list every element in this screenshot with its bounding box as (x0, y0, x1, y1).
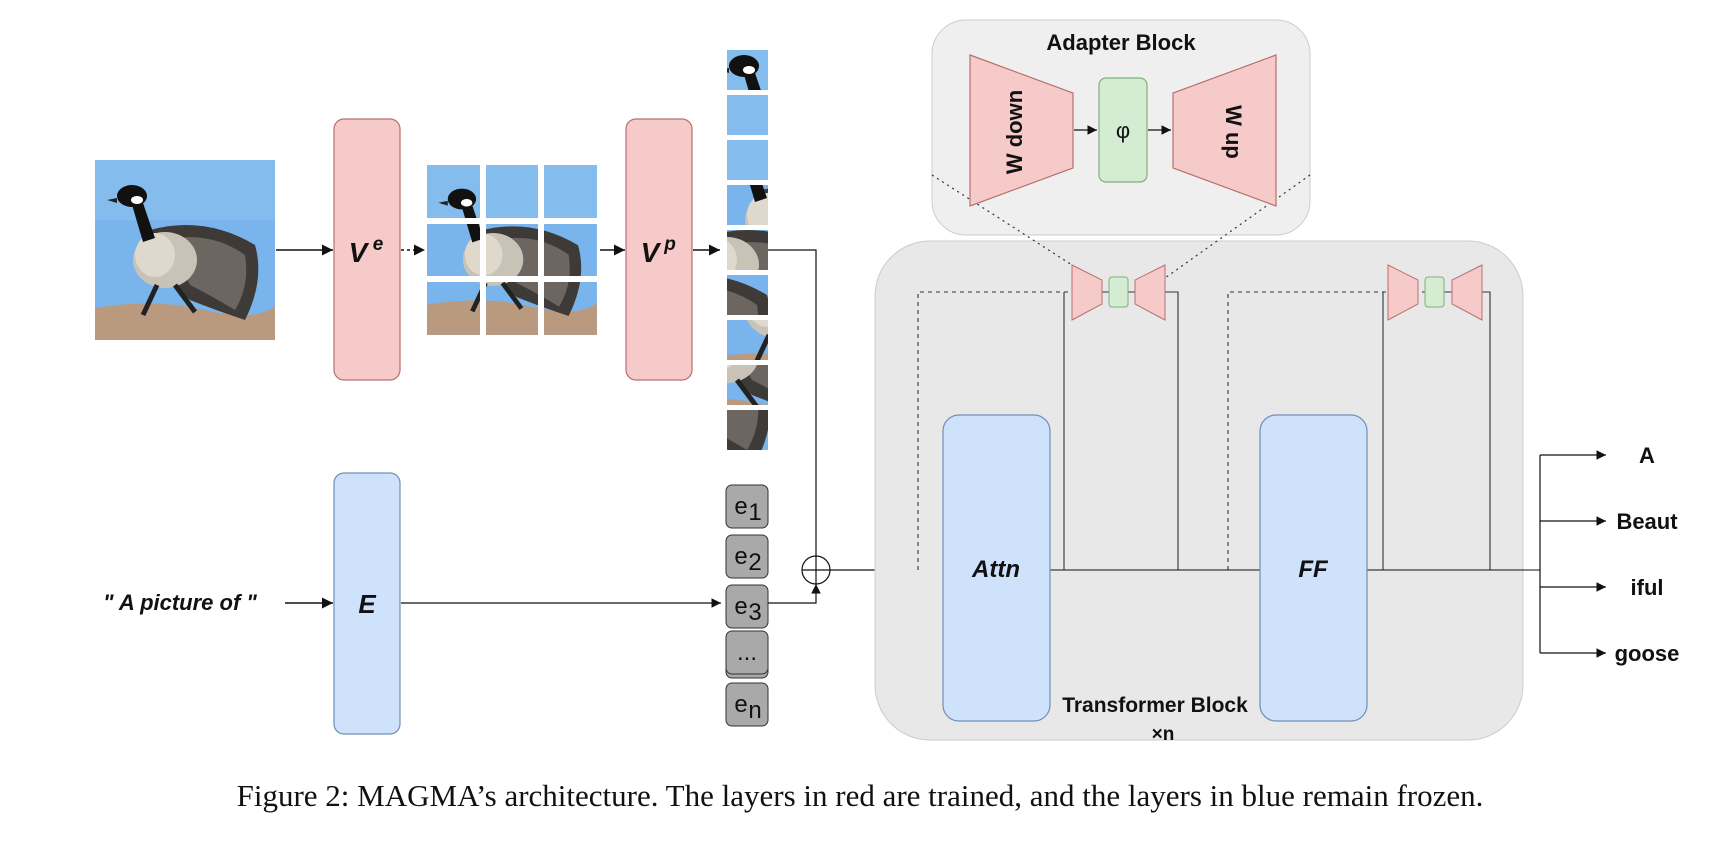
attention-box: Attn (942, 414, 1051, 722)
prefix-patch (727, 320, 768, 360)
embedding-box: E (333, 472, 401, 735)
output-token-2: Beaut (1616, 509, 1678, 534)
vision-encoder-label: V (349, 237, 370, 268)
arrow-prefix-to-sum (768, 249, 821, 570)
adapter-w-up: W up (1172, 54, 1277, 207)
zoom-line-left (931, 174, 1073, 266)
feedforward-box: FF (1259, 414, 1368, 722)
input-image-goose (95, 160, 275, 340)
adapter-skip-lines (917, 291, 1388, 570)
adapter-mini-2 (1387, 264, 1483, 321)
vision-encoder-superscript: e (373, 234, 384, 255)
embedding-label: E (358, 589, 376, 619)
adapter-block-title: Adapter Block (1046, 30, 1196, 55)
feedforward-label: FF (1298, 556, 1329, 583)
output-token-4: goose (1615, 641, 1680, 666)
prefix-patch (727, 185, 768, 225)
attention-label: Attn (971, 556, 1020, 583)
adapter-phi-label: φ (1116, 118, 1130, 143)
token-4: ... (725, 630, 769, 679)
adapter-w-up-label: W up (1221, 105, 1246, 159)
token-label: ... (737, 639, 757, 666)
prefix-patch (727, 275, 768, 315)
token-subscript: 3 (748, 599, 761, 626)
adapter-w-down: W down (969, 54, 1074, 207)
arrow-tokens-to-sum (768, 584, 821, 604)
prefix-patch (727, 140, 768, 180)
token-label: e (734, 691, 747, 718)
adapter-phi: φ (1098, 77, 1148, 183)
vision-prefix-box: V p (625, 118, 693, 381)
token-subscript: n (748, 697, 761, 724)
sum-node (801, 555, 831, 585)
token-subscript: 1 (748, 499, 761, 526)
vision-prefix-label: V (641, 237, 662, 268)
token-label: e (734, 493, 747, 520)
output-token-1: A (1639, 443, 1655, 468)
adapter-w-down-label: W down (1002, 90, 1027, 174)
transformer-block-title: Transformer Block (1062, 694, 1248, 717)
adapter-mini-1 (1071, 264, 1166, 321)
token-subscript: 2 (748, 549, 761, 576)
prefix-patch (727, 410, 768, 450)
prefix-patch (727, 50, 768, 90)
prefix-patch (727, 365, 768, 405)
text-prompt: " A picture of " (103, 590, 257, 615)
output-tokens: A Beaut iful goose (1539, 443, 1680, 666)
token-label: e (734, 593, 747, 620)
output-token-3: iful (1631, 575, 1664, 600)
token-label: e (734, 543, 747, 570)
figure-caption: Figure 2: MAGMA’s architecture. The laye… (236, 778, 1484, 813)
vision-encoder-box: V e (333, 118, 401, 381)
transformer-repeat: ×n (1152, 724, 1175, 745)
vision-prefix-superscript: p (663, 234, 676, 255)
patched-image (420, 160, 605, 340)
prefix-patch (727, 95, 768, 135)
visual-prefix-strip (727, 50, 768, 450)
prefix-patch (727, 230, 768, 270)
